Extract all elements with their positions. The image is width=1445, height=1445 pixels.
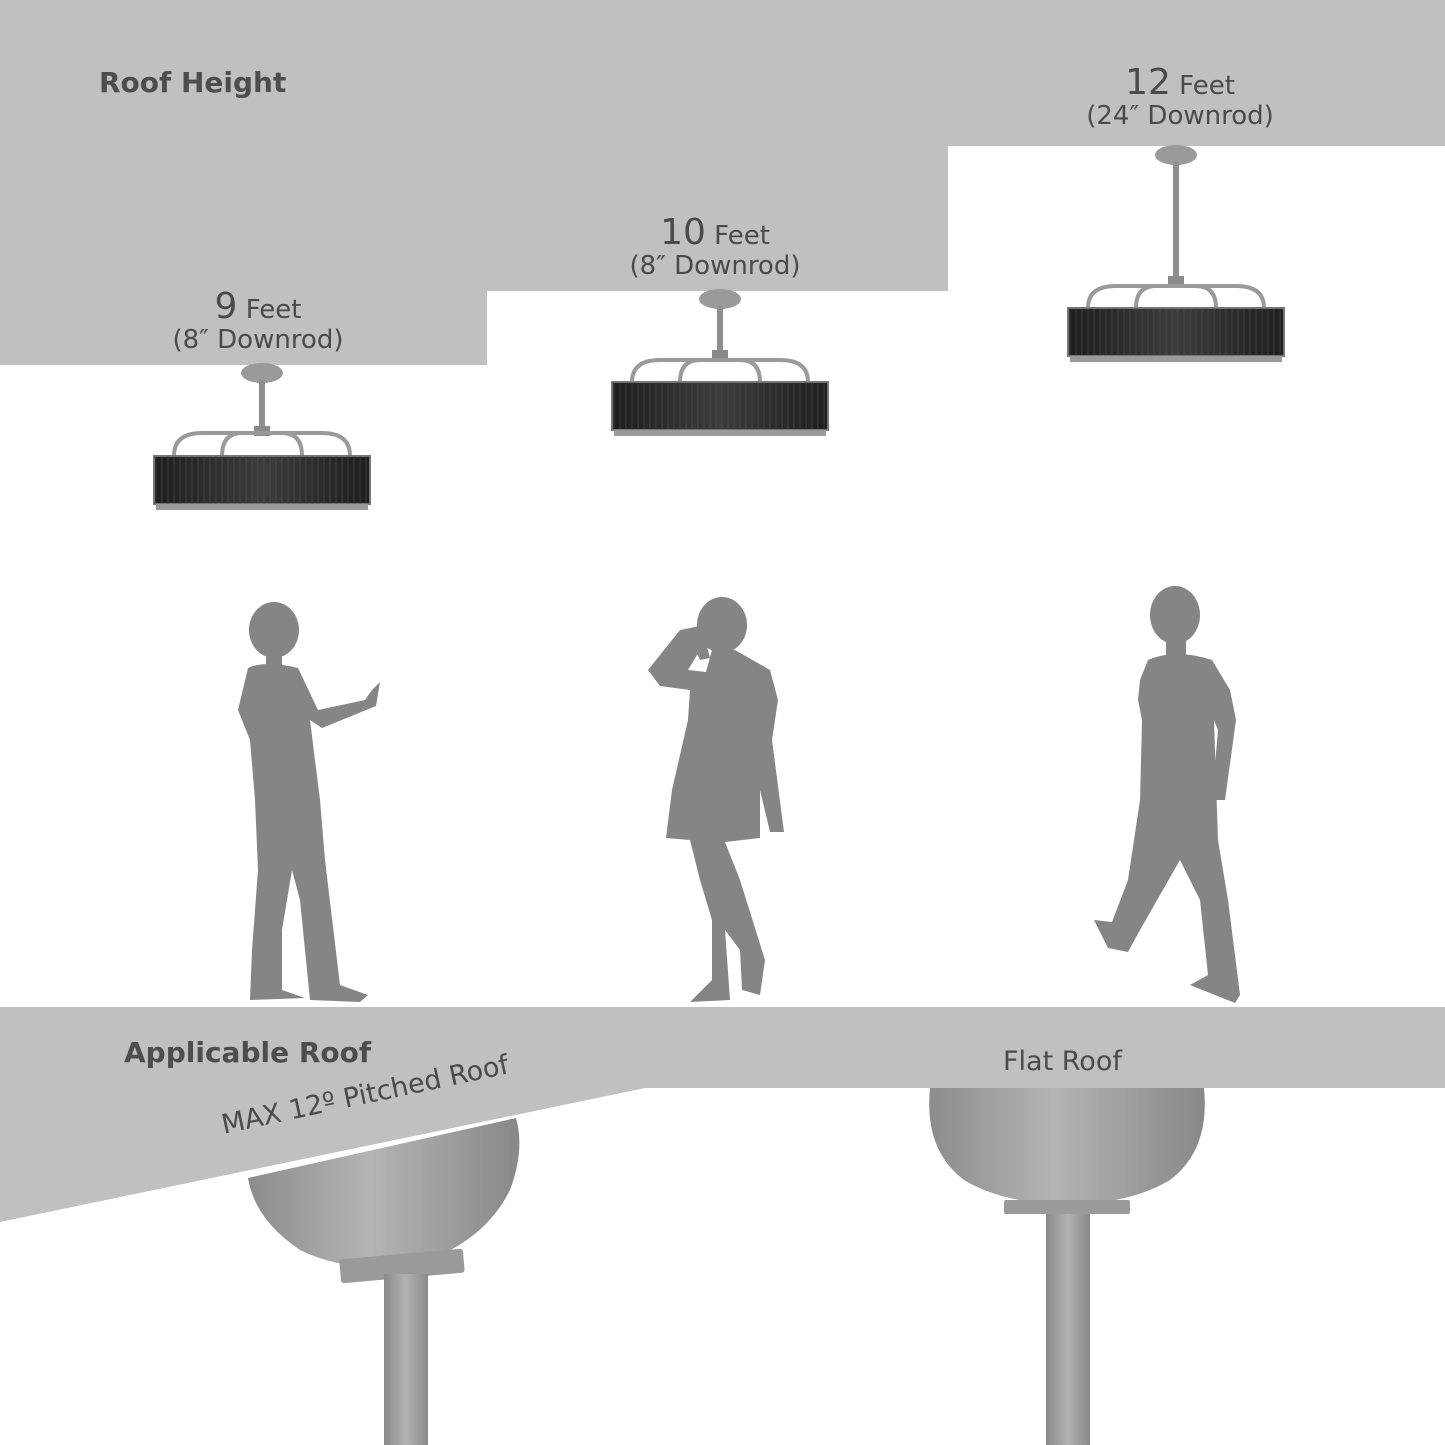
height-unit: Feet <box>245 295 302 325</box>
height-value: 9 <box>214 286 238 327</box>
downrod-label: (24″ Downrod) <box>1086 101 1274 131</box>
downrod-label: (8″ Downrod) <box>629 251 801 281</box>
person-silhouette-3 <box>1094 586 1240 1003</box>
pitched-roof-canopy <box>248 1118 520 1445</box>
flat-roof-canopy <box>929 1088 1205 1445</box>
roof-height-title: Roof Height <box>99 66 287 99</box>
height-label-9ft: 9 Feet (8″ Downrod) <box>158 289 358 356</box>
ceiling-fan-10ft <box>611 289 829 436</box>
flat-roof-label: Flat Roof <box>1003 1046 1122 1077</box>
ceiling-fan-9ft <box>153 363 371 510</box>
downrod-label: (8″ Downrod) <box>172 325 344 355</box>
ceiling-fan-12ft <box>1067 145 1285 362</box>
height-value: 10 <box>660 212 706 253</box>
height-label-12ft: 12 Feet (24″ Downrod) <box>1070 65 1290 132</box>
applicable-roof-title: Applicable Roof <box>124 1036 372 1069</box>
person-silhouette-1 <box>238 602 380 1002</box>
height-label-10ft: 10 Feet (8″ Downrod) <box>615 215 815 282</box>
ceiling-steps <box>0 0 1445 365</box>
height-unit: Feet <box>1179 71 1235 101</box>
person-silhouette-2 <box>648 597 784 1002</box>
height-value: 12 <box>1125 62 1171 103</box>
height-unit: Feet <box>714 221 770 251</box>
roof-band <box>0 1007 1445 1222</box>
